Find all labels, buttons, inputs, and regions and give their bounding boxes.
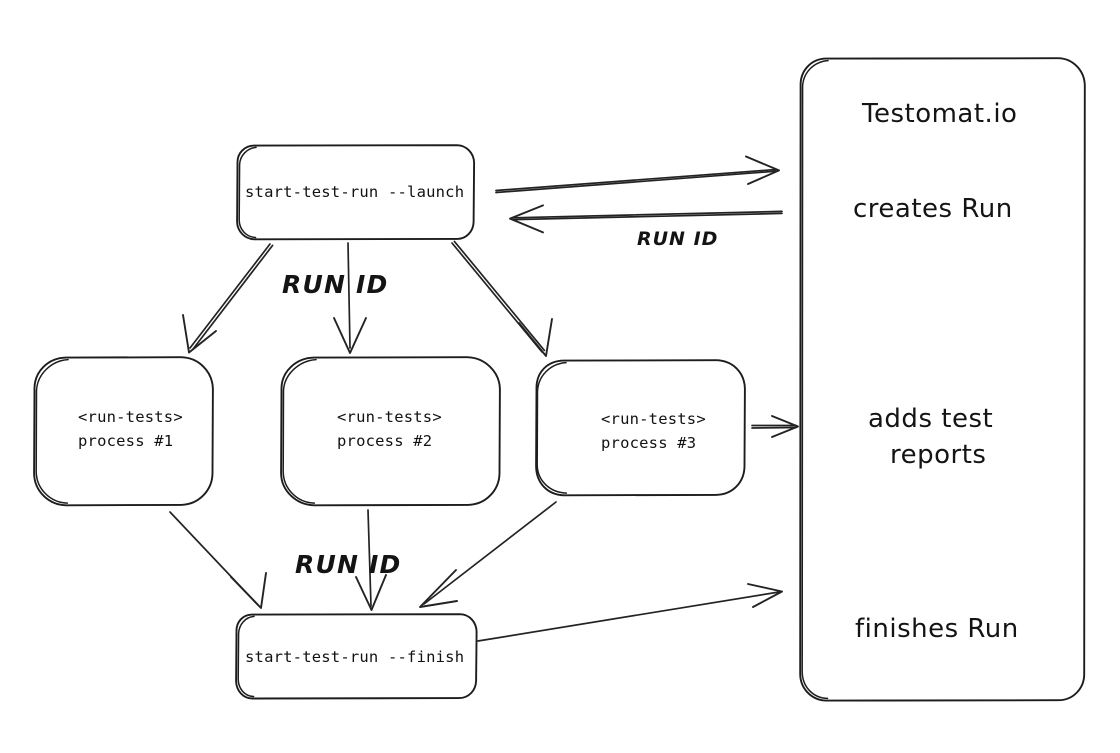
launch-node[interactable]: start-test-run --launch <box>236 144 476 241</box>
edge-service-to-launch: RUN ID <box>509 204 783 250</box>
process3-line1: <run-tests> <box>601 410 706 428</box>
edge-launch-to-process3 <box>451 240 553 357</box>
service-step-adds-test-line2: reports <box>890 440 986 470</box>
process2-node[interactable]: <run-tests> process #2 <box>280 356 501 507</box>
edge-label-run-id-return: RUN ID <box>637 228 718 250</box>
edge-label-run-id-bottom: RUN ID <box>295 550 401 579</box>
process3-line2: process #3 <box>601 434 696 452</box>
edge-process2-to-finish: RUN ID <box>295 509 401 611</box>
edge-process3-to-finish <box>419 501 557 608</box>
edge-launch-to-process2: RUN ID <box>282 242 388 354</box>
edge-finish-to-service <box>477 583 783 642</box>
edge-launch-to-process1 <box>182 243 274 354</box>
process2-line1: <run-tests> <box>337 408 442 426</box>
service-step-creates-run: creates Run <box>853 194 1013 224</box>
edge-process1-to-finish <box>169 511 267 609</box>
edge-process3-to-service <box>751 415 799 438</box>
service-step-adds-test-line1: adds test <box>868 404 993 434</box>
service-panel-title: Testomat.io <box>861 99 1017 129</box>
edge-label-run-id-top: RUN ID <box>282 270 388 299</box>
finish-node-label: start-test-run --finish <box>245 648 464 666</box>
process1-line2: process #1 <box>78 432 173 450</box>
process3-node[interactable]: <run-tests> process #3 <box>535 359 746 497</box>
edge-launch-to-service <box>495 155 780 194</box>
service-panel-node[interactable] <box>799 57 1086 702</box>
launch-node-label: start-test-run --launch <box>245 183 464 201</box>
service-step-finishes-run: finishes Run <box>855 614 1019 644</box>
process1-node[interactable]: <run-tests> process #1 <box>33 356 214 507</box>
finish-node[interactable]: start-test-run --finish <box>235 613 478 700</box>
process2-line2: process #2 <box>337 432 432 450</box>
process1-line1: <run-tests> <box>78 408 183 426</box>
